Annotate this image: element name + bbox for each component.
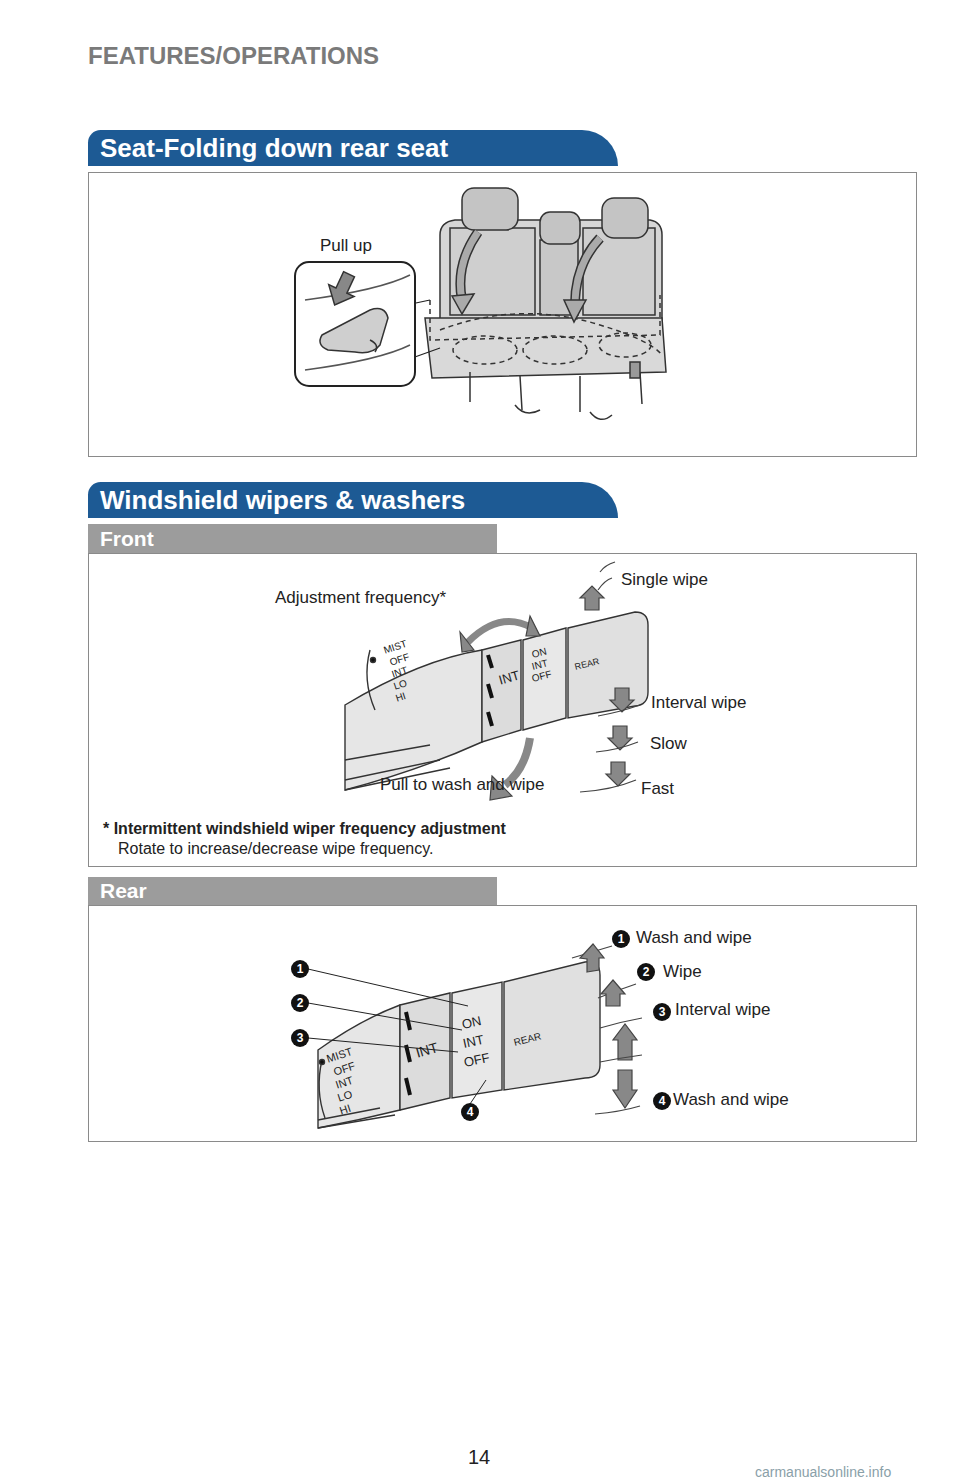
front-wiper-stalk bbox=[345, 612, 648, 790]
switch-text: INT bbox=[462, 1033, 485, 1050]
switch-text: OFF bbox=[388, 652, 410, 668]
callout-number: 2 bbox=[291, 994, 309, 1012]
callout-digit: 4 bbox=[659, 1095, 666, 1107]
switch-text: INT bbox=[390, 665, 408, 679]
callout-text: Pull up bbox=[320, 236, 372, 256]
switch-text: OFF bbox=[332, 1060, 356, 1077]
callout-number: 3 bbox=[653, 1003, 671, 1021]
switch-text: LO bbox=[336, 1089, 353, 1104]
switch-text: HI bbox=[394, 691, 407, 704]
callout-text: Wipe bbox=[663, 962, 702, 982]
section-title: Rear bbox=[100, 879, 147, 903]
callout-number: 4 bbox=[653, 1092, 671, 1110]
watermark: carmanualsonline.info bbox=[755, 1464, 891, 1480]
callout-digit: 1 bbox=[618, 933, 625, 945]
callout-number: 4 bbox=[461, 1103, 479, 1121]
switch-text: ON bbox=[461, 1014, 483, 1031]
section-band: Windshield wipers & washers bbox=[88, 482, 618, 518]
rear-wiper-stalk bbox=[308, 962, 600, 1128]
callout-text: Fast bbox=[641, 779, 674, 799]
callout-text: Interval wipe bbox=[675, 1000, 770, 1020]
callout-text: Interval wipe bbox=[651, 693, 746, 713]
section-title: Seat-Folding down rear seat bbox=[100, 133, 448, 164]
footnote: Rotate to increase/decrease wipe frequen… bbox=[118, 840, 433, 858]
switch-text: OFF bbox=[531, 669, 553, 684]
callout-digit: 3 bbox=[297, 1032, 304, 1044]
switch-text: LO bbox=[392, 678, 408, 692]
section-band: Rear bbox=[88, 877, 497, 905]
callout-text: Pull to wash and wipe bbox=[380, 775, 544, 795]
front-arrows bbox=[460, 562, 640, 800]
section-band: Seat-Folding down rear seat bbox=[88, 130, 618, 166]
callout-digit: 3 bbox=[659, 1006, 666, 1018]
switch-text: HI bbox=[338, 1103, 352, 1117]
callout-text: Wash and wipe bbox=[673, 1090, 789, 1110]
section-band: Front bbox=[88, 524, 497, 553]
callout-text: Single wipe bbox=[621, 570, 708, 590]
switch-text: INT bbox=[334, 1075, 354, 1091]
panel bbox=[89, 173, 917, 457]
panel bbox=[89, 554, 917, 867]
switch-text: REAR bbox=[574, 657, 600, 672]
callout-digit: 2 bbox=[643, 966, 650, 978]
section-title: Front bbox=[100, 527, 154, 551]
switch-text: OFF bbox=[463, 1051, 491, 1069]
callout-text: Adjustment frequency* bbox=[275, 588, 446, 608]
callout-text: Slow bbox=[650, 734, 687, 754]
switch-text: INT bbox=[497, 668, 521, 686]
callout-digit: 4 bbox=[467, 1106, 474, 1118]
callout-number: 1 bbox=[291, 960, 309, 978]
section-title: Windshield wipers & washers bbox=[100, 485, 465, 516]
switch-text: REAR bbox=[513, 1031, 542, 1047]
callout-number: 3 bbox=[291, 1029, 309, 1047]
footnote: * Intermittent windshield wiper frequenc… bbox=[103, 820, 506, 838]
callout-text: Wash and wipe bbox=[636, 928, 752, 948]
page-number: 14 bbox=[468, 1446, 490, 1469]
switch-text: INT bbox=[414, 1040, 440, 1060]
callout-number: 1 bbox=[612, 930, 630, 948]
callout-number: 2 bbox=[637, 963, 655, 981]
callout-digit: 2 bbox=[297, 997, 304, 1009]
seat-illustration bbox=[295, 188, 666, 419]
callout-digit: 1 bbox=[297, 963, 304, 975]
page-heading: FEATURES/OPERATIONS bbox=[88, 42, 379, 70]
rear-arrows bbox=[572, 944, 642, 1114]
panel bbox=[89, 906, 917, 1142]
